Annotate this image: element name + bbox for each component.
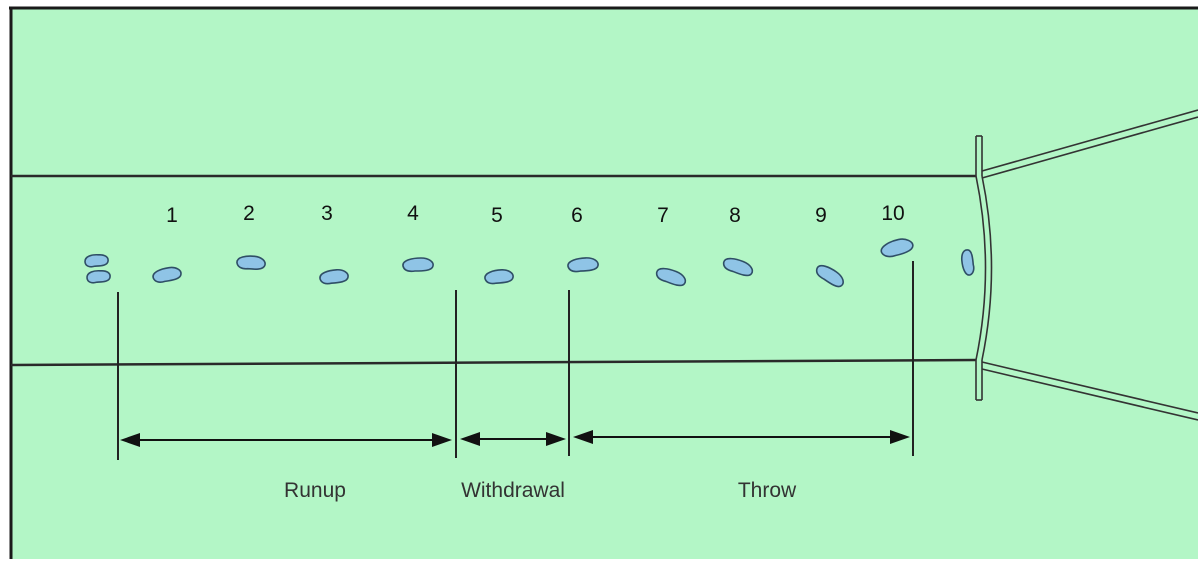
footprint-4 — [402, 257, 434, 273]
runway-bottom-line — [10, 358, 977, 367]
step-number-3: 3 — [321, 202, 333, 225]
step-number-7: 7 — [657, 204, 669, 227]
footprint-5 — [484, 269, 514, 285]
foul-arc — [975, 175, 993, 361]
step-numbers: 1 2 3 4 5 6 7 8 9 10 — [166, 202, 905, 227]
footprint-6 — [567, 257, 599, 273]
field-background — [11, 8, 1198, 559]
phase-arrows — [120, 430, 910, 447]
footprint-1 — [152, 266, 182, 283]
footprint-start-top — [84, 253, 109, 268]
footprint-9 — [815, 264, 844, 288]
step-number-1: 1 — [166, 204, 178, 227]
step-number-8: 8 — [729, 204, 741, 227]
step-number-5: 5 — [491, 204, 503, 227]
step-number-9: 9 — [815, 204, 827, 227]
footprint-10 — [880, 238, 914, 258]
footprint-block — [960, 249, 975, 276]
withdrawal-label: Withdrawal — [461, 479, 565, 502]
footprint-3 — [319, 269, 349, 285]
footprint-start-bottom — [86, 269, 111, 284]
step-number-4: 4 — [407, 202, 419, 225]
withdrawal-arrow — [460, 432, 566, 446]
step-number-10: 10 — [881, 202, 904, 225]
sector-lines — [981, 109, 1198, 421]
phase-labels: Runup Withdrawal Throw — [284, 479, 797, 502]
runup-arrow — [120, 433, 452, 447]
footprint-7 — [655, 267, 687, 287]
throw-label: Throw — [738, 479, 797, 502]
phase-markers — [117, 261, 914, 460]
footprint-2 — [236, 255, 266, 270]
throw-arrow — [573, 430, 910, 444]
footprints — [84, 238, 975, 288]
scratch-line — [975, 135, 983, 401]
step-number-6: 6 — [571, 204, 583, 227]
footprint-8 — [722, 257, 754, 277]
runup-label: Runup — [284, 479, 346, 502]
step-number-2: 2 — [243, 202, 255, 225]
